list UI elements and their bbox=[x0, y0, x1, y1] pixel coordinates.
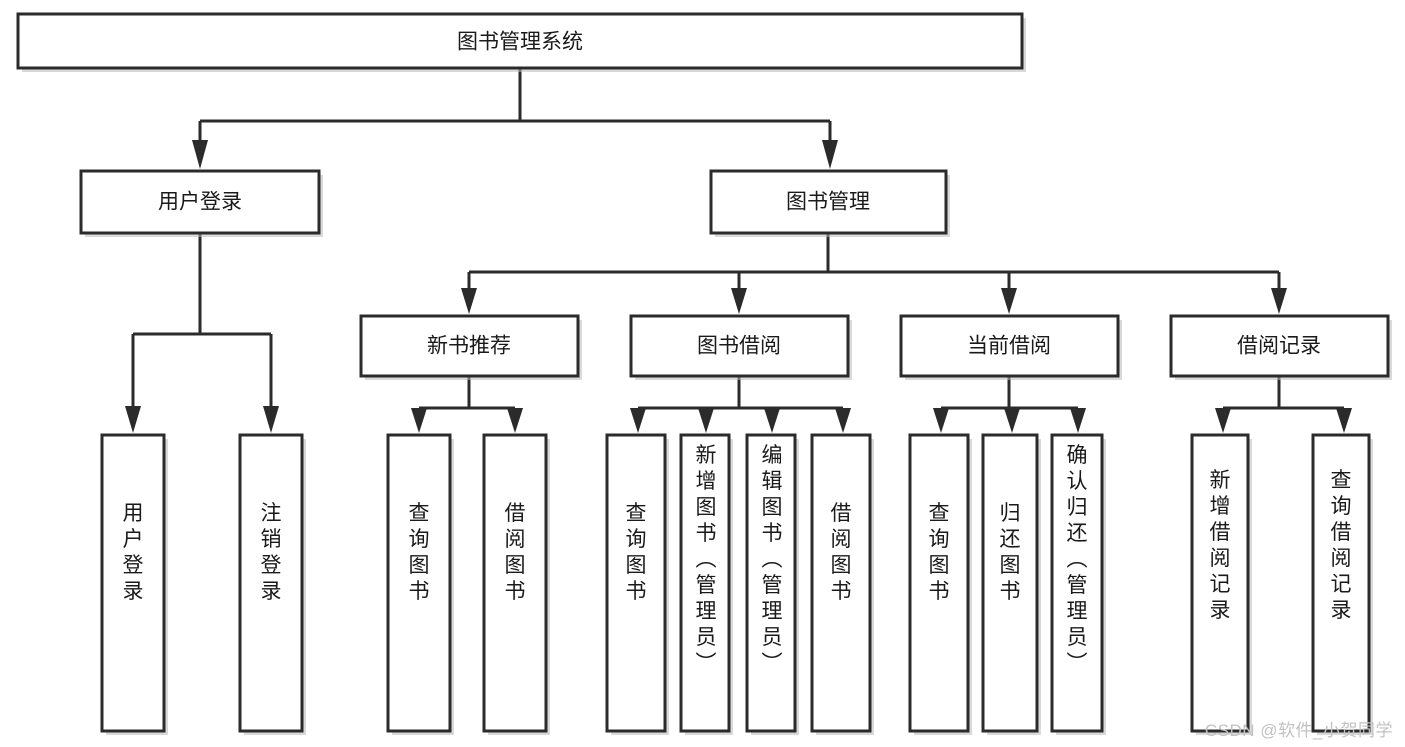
node-borrow-record-box bbox=[1169, 314, 1390, 378]
arrow-br-leaf2-icon bbox=[1336, 408, 1352, 433]
node-leaf-user-login[interactable]: 用户登录 bbox=[100, 433, 168, 735]
node-root-box bbox=[16, 12, 1024, 70]
node-root[interactable]: 图书管理系统 bbox=[16, 12, 1026, 72]
node-leaf-query-book-2-box bbox=[605, 433, 667, 733]
arrow-cb-leaf1-icon bbox=[933, 408, 949, 433]
arrow-bb-leaf3-icon bbox=[764, 408, 780, 433]
node-leaf-query-book-2-label: 查询图书 bbox=[626, 502, 647, 603]
node-leaf-borrow-book-2-box bbox=[810, 433, 872, 733]
node-leaf-logout-label: 注销登录 bbox=[261, 502, 282, 603]
arrow-root-to-book-manage-icon bbox=[822, 140, 838, 169]
arrow-user-login-leaf1-icon bbox=[125, 406, 141, 433]
node-book-borrow-label: 图书借阅 bbox=[697, 335, 781, 358]
arrow-bb-leaf1-icon bbox=[630, 408, 646, 433]
node-leaf-query-book-1[interactable]: 查询图书 bbox=[386, 433, 454, 735]
node-borrow-record-label: 借阅记录 bbox=[1237, 335, 1321, 358]
connector-layer bbox=[125, 68, 1352, 433]
node-leaf-logout[interactable]: 注销登录 bbox=[238, 433, 306, 735]
arrow-bm-book-borrow-icon bbox=[731, 288, 747, 314]
arrow-root-to-user-login-icon bbox=[192, 140, 208, 169]
node-leaf-add-record-label: 新增借阅记录 bbox=[1210, 469, 1231, 622]
node-current-borrow[interactable]: 当前借阅 bbox=[899, 314, 1122, 380]
node-book-manage[interactable]: 图书管理 bbox=[709, 169, 950, 237]
node-new-book-rec-label: 新书推荐 bbox=[427, 335, 511, 358]
arrow-cb-leaf3-icon bbox=[1070, 408, 1086, 433]
node-leaf-borrow-book-2[interactable]: 借阅图书 bbox=[810, 433, 874, 735]
node-leaf-query-record-box bbox=[1311, 433, 1371, 733]
node-leaf-borrow-book-2-label: 借阅图书 bbox=[831, 502, 852, 603]
node-leaf-query-book-3-box bbox=[908, 433, 970, 733]
node-layer: 图书管理系统 用户登录 图书管理 新书推荐 bbox=[16, 12, 1392, 735]
node-book-borrow-box bbox=[629, 314, 850, 378]
arrow-br-leaf1-icon bbox=[1215, 408, 1231, 433]
node-leaf-query-record[interactable]: 查询借阅记录 bbox=[1311, 433, 1373, 735]
node-leaf-user-login-label: 用户登录 bbox=[123, 502, 144, 603]
node-borrow-record[interactable]: 借阅记录 bbox=[1169, 314, 1392, 380]
arrow-bb-leaf2-icon bbox=[698, 408, 714, 433]
node-book-manage-box bbox=[709, 169, 948, 235]
arrow-nbr-leaf1-icon bbox=[411, 408, 427, 433]
node-leaf-query-book-1-label: 查询图书 bbox=[409, 502, 430, 603]
arrow-bm-new-book-rec-icon bbox=[461, 288, 477, 314]
node-leaf-borrow-book-1-label: 借阅图书 bbox=[505, 502, 526, 603]
node-leaf-add-record-box bbox=[1190, 433, 1250, 733]
node-user-login[interactable]: 用户登录 bbox=[79, 169, 323, 237]
node-root-label: 图书管理系统 bbox=[457, 31, 583, 54]
node-leaf-edit-book-label: 编辑图书︵管理员︶ bbox=[762, 444, 783, 675]
node-leaf-return-book[interactable]: 归还图书 bbox=[981, 433, 1041, 735]
node-new-book-rec-box bbox=[359, 314, 580, 378]
node-leaf-query-book-3[interactable]: 查询图书 bbox=[908, 433, 972, 735]
node-book-borrow[interactable]: 图书借阅 bbox=[629, 314, 852, 380]
node-user-login-label: 用户登录 bbox=[158, 191, 242, 214]
node-leaf-edit-book[interactable]: 编辑图书︵管理员︶ bbox=[745, 433, 799, 735]
node-current-borrow-label: 当前借阅 bbox=[967, 335, 1051, 358]
arrow-bm-borrow-record-icon bbox=[1271, 288, 1287, 314]
node-leaf-query-record-label: 查询借阅记录 bbox=[1331, 469, 1352, 622]
node-leaf-add-book[interactable]: 新增图书︵管理员︶ bbox=[679, 433, 733, 735]
arrow-nbr-leaf2-icon bbox=[507, 408, 523, 433]
arrow-cb-leaf2-icon bbox=[1004, 408, 1020, 433]
node-leaf-add-book-label: 新增图书︵管理员︶ bbox=[696, 444, 717, 675]
node-book-manage-label: 图书管理 bbox=[786, 191, 870, 214]
node-leaf-confirm-return-box bbox=[1050, 433, 1104, 733]
node-leaf-borrow-book-1[interactable]: 借阅图书 bbox=[482, 433, 550, 735]
arrow-bm-current-borrow-icon bbox=[1001, 288, 1017, 314]
node-leaf-query-book-1-box bbox=[386, 433, 452, 733]
node-leaf-query-book-3-label: 查询图书 bbox=[929, 502, 950, 603]
node-leaf-add-book-box bbox=[679, 433, 731, 733]
node-new-book-rec[interactable]: 新书推荐 bbox=[359, 314, 582, 380]
node-current-borrow-box bbox=[899, 314, 1120, 378]
node-leaf-confirm-return[interactable]: 确认归还︵管理员︶ bbox=[1050, 433, 1106, 735]
node-leaf-return-book-box bbox=[981, 433, 1039, 733]
node-leaf-add-record[interactable]: 新增借阅记录 bbox=[1190, 433, 1252, 735]
node-leaf-return-book-label: 归还图书 bbox=[1000, 502, 1021, 603]
node-leaf-confirm-return-label: 确认归还︵管理员︶ bbox=[1067, 444, 1088, 675]
arrow-bb-leaf4-icon bbox=[835, 408, 851, 433]
arrow-user-login-leaf2-icon bbox=[263, 406, 279, 433]
node-user-login-box bbox=[79, 169, 321, 235]
node-leaf-edit-book-box bbox=[745, 433, 797, 733]
node-leaf-user-login-box bbox=[100, 433, 166, 733]
node-leaf-logout-box bbox=[238, 433, 304, 733]
node-leaf-borrow-book-1-box bbox=[482, 433, 548, 733]
node-leaf-query-book-2[interactable]: 查询图书 bbox=[605, 433, 669, 735]
